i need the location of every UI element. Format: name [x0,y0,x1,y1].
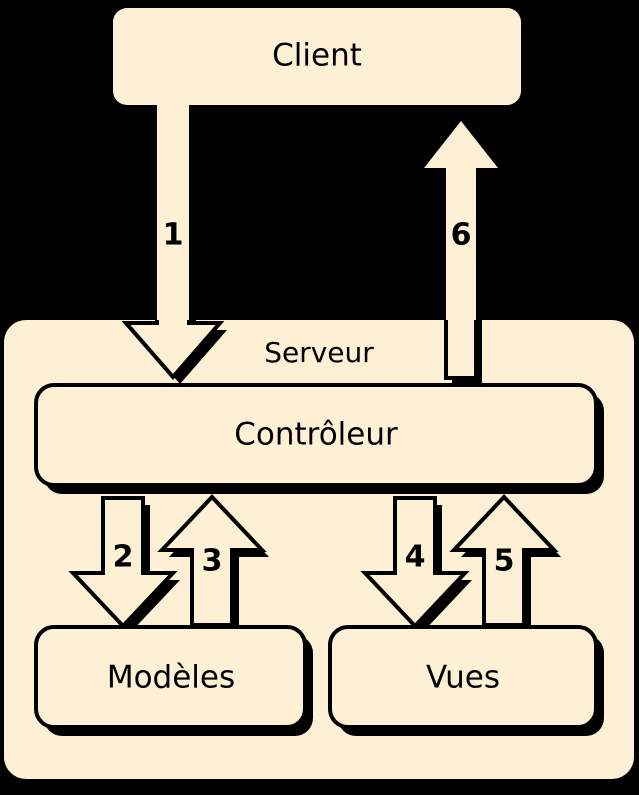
controleur-box[interactable] [34,383,598,487]
arrow-4-number: 4 [405,540,426,575]
arrow-1-number: 1 [163,218,184,253]
arrow-3-number: 3 [202,544,223,579]
arrow-1-outline [121,320,225,381]
modeles-box[interactable] [34,625,307,729]
arrow-6-body [424,121,498,378]
vues-box[interactable] [328,625,598,729]
arrow-2-body [68,496,178,629]
controleur-node[interactable]: Contrôleur [34,383,604,494]
arrow-5-number: 5 [494,544,515,579]
arrow-2-controleur-to-modeles: 2 [68,496,180,633]
modeles-node[interactable]: Modèles [34,625,313,736]
arrow-1-client-to-controleur: 1 [121,105,227,384]
controleur-label: Contrôleur [234,417,398,453]
modeles-label: Modèles [107,660,235,696]
arrow-6-controleur-to-client: 6 [419,121,504,385]
client-node[interactable]: Client [113,8,521,105]
arrow-2-number: 2 [113,540,134,575]
arrow-6-number: 6 [451,218,472,253]
client-box[interactable] [113,8,521,105]
vues-label: Vues [426,660,500,696]
arrow-1-body [126,105,220,377]
arrow-4-body [360,496,470,629]
arrow-3-modeles-to-controleur: 3 [157,494,269,632]
arrow-6-outline [419,320,503,380]
vues-node[interactable]: Vues [328,625,604,736]
serveur-label: Serveur [264,336,374,369]
client-label: Client [272,38,362,74]
arrow-4-controleur-to-vues: 4 [360,496,472,633]
